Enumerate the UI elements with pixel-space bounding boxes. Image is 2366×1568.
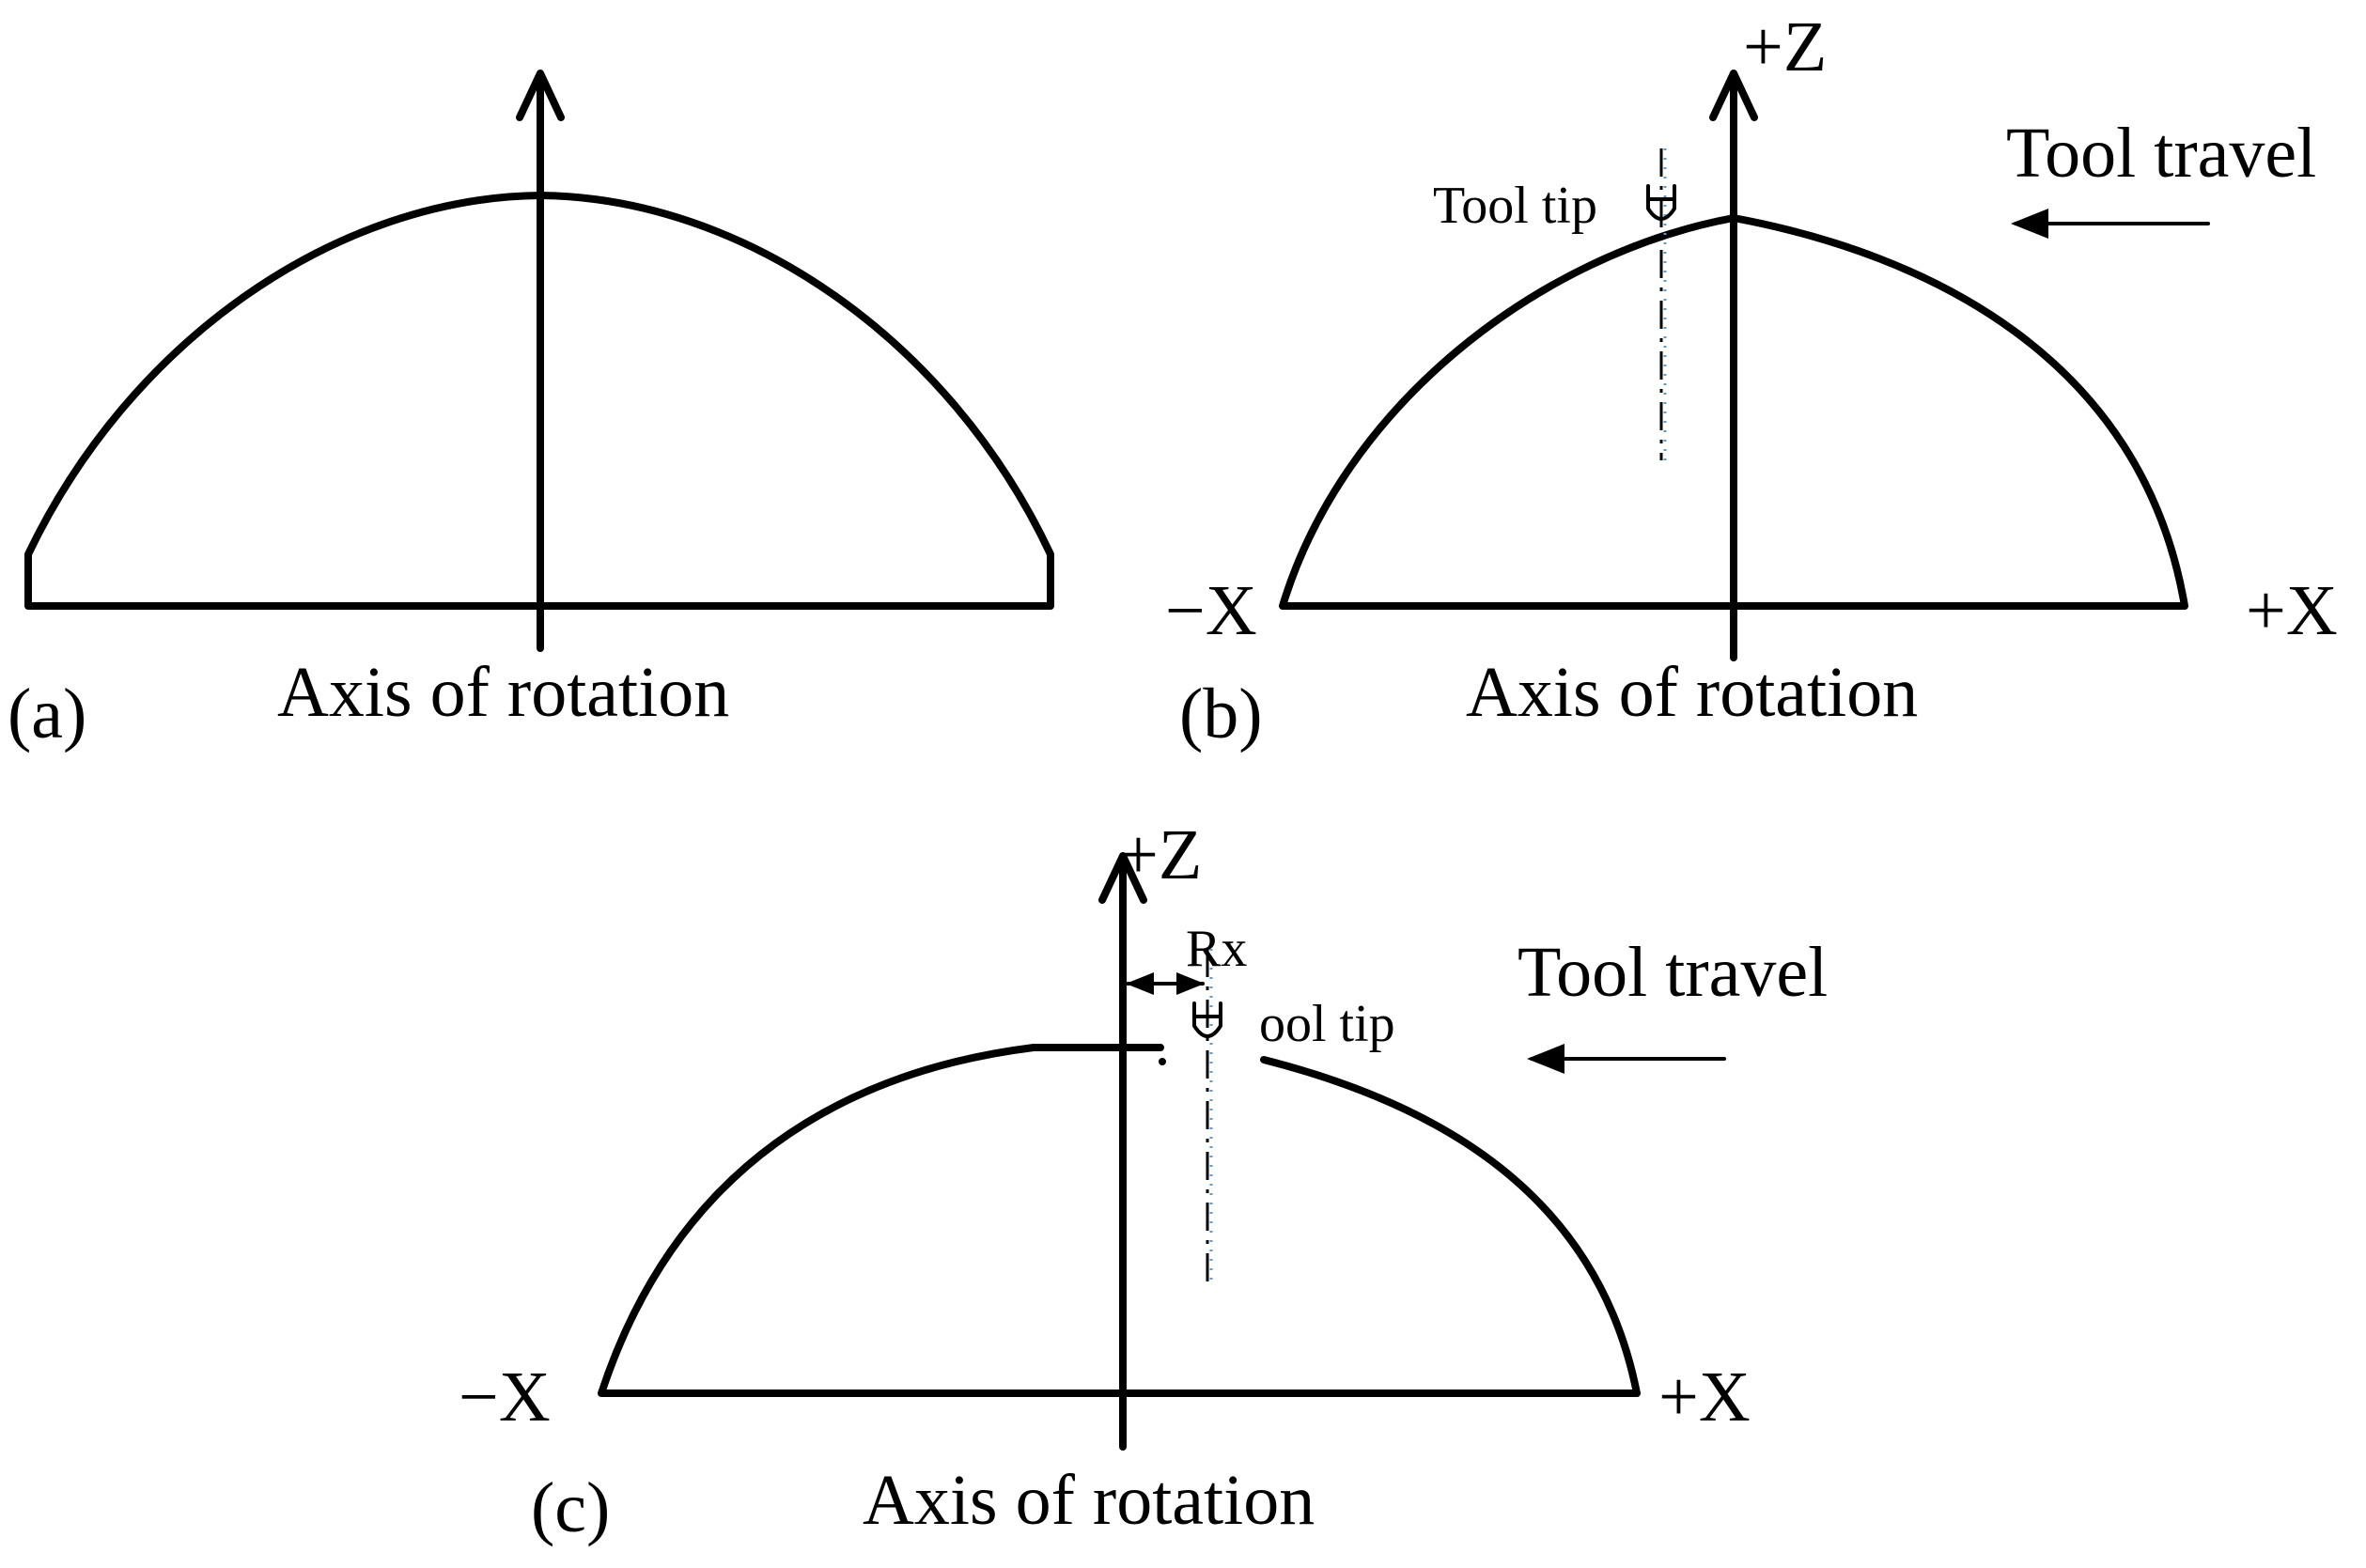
- workpiece-profile-c-left: [598, 1044, 1641, 1397]
- axis-label-a: Axis of rotation: [277, 653, 729, 732]
- tool-tip-icon-b: [1646, 184, 1676, 221]
- rx-arrowhead-right: [1176, 972, 1205, 995]
- pos-x-label-c: +X: [1658, 1358, 1751, 1436]
- neg-x-label-c: −X: [459, 1358, 551, 1436]
- neg-x-label-b: −X: [1165, 571, 1257, 650]
- panel-b: (b) Axis of rotation +Z −X +X Tool tip T…: [1165, 8, 2338, 753]
- tool-travel-arrowhead-c: [1527, 1044, 1564, 1074]
- axis-label-b: Axis of rotation: [1466, 653, 1918, 732]
- panel-a: (a) Axis of rotation: [8, 70, 1054, 753]
- z-axis-arrowhead-b: [1709, 70, 1758, 121]
- pos-x-label-b: +X: [2246, 571, 2338, 650]
- tool-tip-label-b: Tool tip: [1433, 177, 1597, 235]
- panel-c: (c) Axis of rotation +Z −X +X Rx ool tip…: [459, 815, 1828, 1547]
- panel-label-a: (a): [8, 675, 86, 753]
- workpiece-profile-c-right: [1260, 1056, 1641, 1397]
- panel-label-b: (b): [1179, 675, 1263, 753]
- z-axis-label-c: +Z: [1118, 815, 1202, 894]
- rx-arrowhead-left: [1126, 972, 1154, 995]
- tool-travel-label-c: Tool travel: [1518, 933, 1828, 1012]
- tool-tip-icon-c: [1192, 1001, 1222, 1038]
- tool-travel-arrowhead-b: [2011, 209, 2048, 239]
- panel-label-c: (c): [531, 1468, 610, 1547]
- tool-travel-label-b: Tool travel: [2006, 114, 2316, 193]
- rx-label: Rx: [1186, 920, 1247, 978]
- axis-label-c: Axis of rotation: [863, 1461, 1315, 1540]
- tool-tip-label-c: ool tip: [1259, 995, 1395, 1053]
- z-axis-arrowhead-c: [1098, 852, 1147, 904]
- z-axis-label-b: +Z: [1743, 8, 1827, 86]
- axis-arrowhead-a: [516, 70, 565, 121]
